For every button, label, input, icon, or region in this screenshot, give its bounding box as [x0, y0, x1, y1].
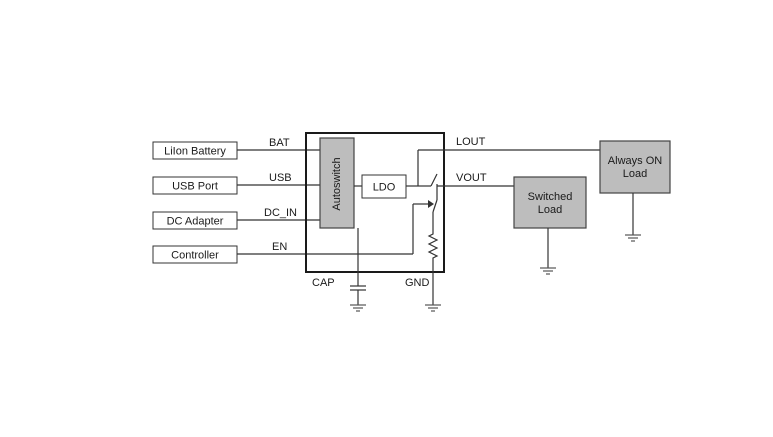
- ground-icon: [425, 304, 441, 312]
- pin-vout-label: VOUT: [456, 172, 487, 184]
- ldo-label: LDO: [373, 182, 396, 194]
- ground-icon: [350, 304, 366, 312]
- source-dc-adapter-label: DC Adapter: [167, 216, 224, 228]
- load-switch: [413, 173, 460, 228]
- source-controller: Controller: [152, 245, 238, 264]
- ic-package: [305, 132, 445, 273]
- switched-load: Switched Load: [513, 176, 587, 229]
- autoswitch-block: [319, 137, 355, 229]
- always-on-load-line2: Load: [623, 168, 647, 180]
- pin-gnd-label: GND: [405, 277, 430, 289]
- source-battery-label: LiIon Battery: [164, 146, 226, 158]
- pin-dc-in-label: DC_IN: [264, 207, 297, 219]
- pin-usb-label: USB: [269, 172, 292, 184]
- source-dc-adapter: DC Adapter: [152, 211, 238, 230]
- pin-en-label: EN: [272, 241, 287, 253]
- ground-icon: [625, 234, 641, 242]
- always-on-load-line1: Always ON: [608, 155, 662, 167]
- pin-cap-label: CAP: [312, 277, 335, 289]
- source-controller-label: Controller: [171, 250, 219, 262]
- pin-bat-label: BAT: [269, 137, 290, 149]
- always-on-load: Always ON Load: [599, 140, 671, 194]
- switched-load-line1: Switched: [528, 191, 573, 203]
- source-usb-port: USB Port: [152, 176, 238, 195]
- ground-icon: [540, 267, 556, 275]
- switched-load-line2: Load: [538, 204, 562, 216]
- source-usb-port-label: USB Port: [172, 181, 218, 193]
- autoswitch-label: Autoswitch: [331, 157, 343, 210]
- pin-lout-label: LOUT: [456, 136, 486, 148]
- source-battery: LiIon Battery: [152, 141, 238, 160]
- pulldown-resistor: [427, 228, 439, 272]
